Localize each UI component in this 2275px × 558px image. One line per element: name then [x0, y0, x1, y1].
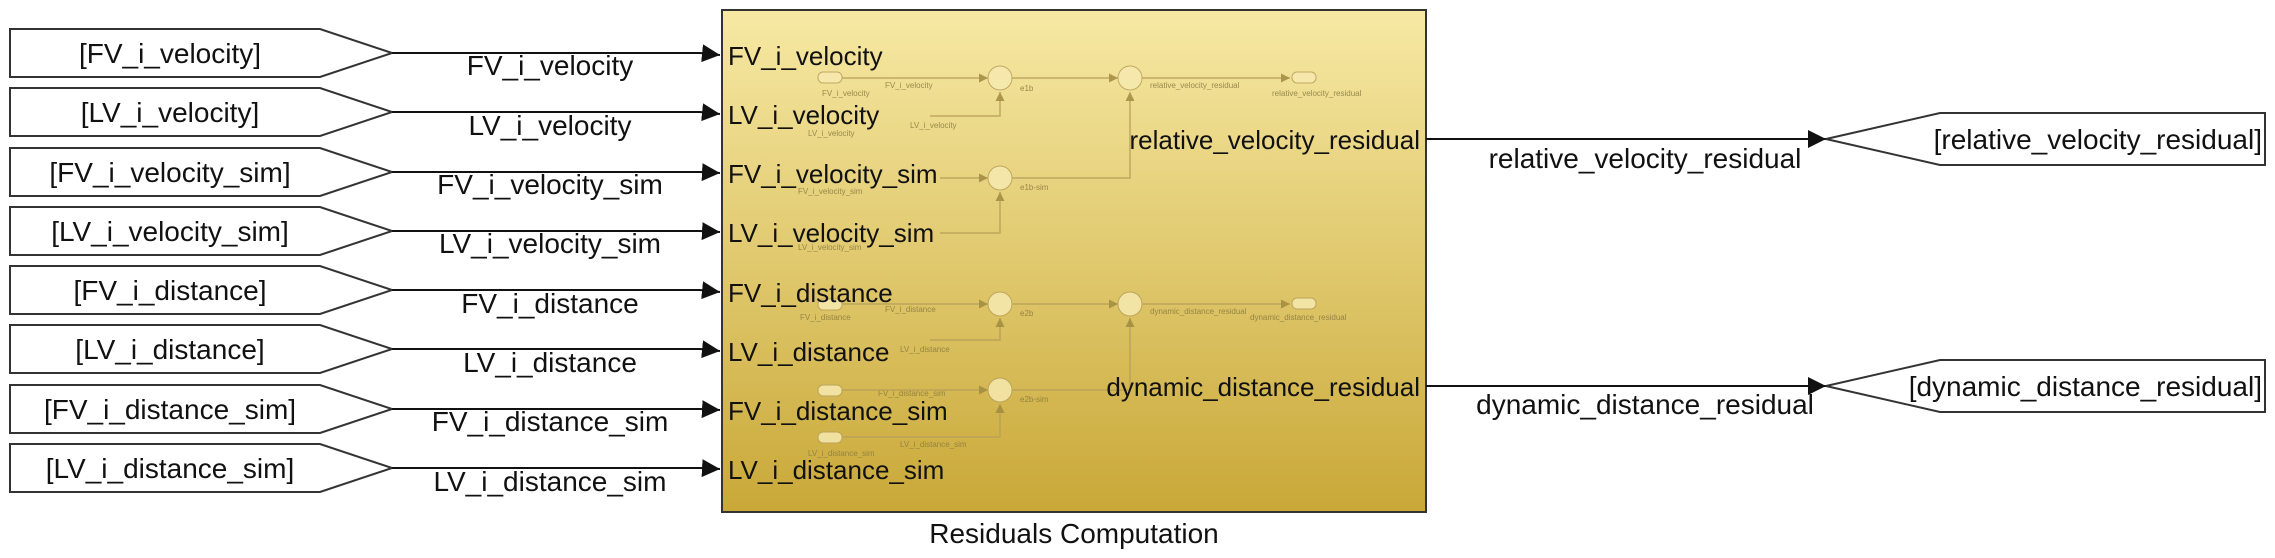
residuals-computation-subsystem[interactable] — [721, 9, 1427, 513]
inner-label-lv-velocity-sim: LV_i_velocity_sim — [798, 243, 862, 252]
from-tag-label: [LV_i_velocity_sim] — [51, 216, 289, 247]
subsystem-input-port-label: LV_i_velocity_sim — [728, 218, 934, 248]
signal-line[interactable] — [392, 103, 721, 122]
signal-label: LV_i_velocity_sim — [439, 228, 661, 259]
signal-label: LV_i_velocity — [469, 110, 632, 141]
inner-label-fv-distance: FV_i_distance — [800, 313, 851, 322]
inner-label-lv-distance-sim-line: LV_i_distance_sim — [900, 440, 967, 449]
inner-label-dynamic-distance: dynamic_distance_residual — [1150, 307, 1247, 316]
signal-line[interactable] — [392, 44, 721, 63]
from-tag-label: [LV_i_distance_sim] — [46, 453, 295, 484]
inner-label-lv-velocity-line: LV_i_velocity — [910, 121, 957, 130]
subsystem-inner-contents: FV_i_velocity FV_i_velocity e1b LV_i_vel… — [798, 65, 1362, 458]
from-tag-block[interactable] — [9, 384, 396, 434]
inner-label-e1b: e1b — [1020, 84, 1034, 93]
from-tag-block[interactable] — [9, 265, 396, 315]
from-tag-block[interactable] — [9, 147, 396, 197]
from-tag-block[interactable] — [9, 206, 396, 256]
from-tag-label: [FV_i_distance] — [74, 275, 267, 306]
inner-label-e1b-sim: e1b-sim — [1020, 183, 1049, 192]
signal-label: FV_i_velocity — [467, 50, 634, 81]
signal-line[interactable] — [392, 400, 721, 419]
inner-label-fv-velocity-line: FV_i_velocity — [885, 81, 933, 90]
inner-line — [842, 404, 1005, 438]
signal-line[interactable] — [392, 222, 721, 241]
from-tag-label: [LV_i_velocity] — [81, 97, 259, 128]
subsystem-input-port-label: FV_i_distance_sim — [728, 396, 948, 426]
inner-label-e2b: e2b — [1020, 309, 1034, 318]
inner-sum-dynamic-distance — [1117, 291, 1143, 317]
from-tag-label: [FV_i_velocity_sim] — [49, 157, 290, 188]
subsystem-input-port-label: LV_i_distance_sim — [728, 455, 944, 485]
subsystem-input-port-label: FV_i_velocity — [728, 41, 883, 71]
from-tag-block[interactable] — [9, 443, 396, 493]
inner-sum-e2b — [987, 291, 1013, 317]
inner-label-fv-velocity-sim: FV_i_velocity_sim — [798, 187, 863, 196]
from-tag-label: [FV_i_distance_sim] — [44, 394, 296, 425]
inner-label-dynamic-distance-out: dynamic_distance_residual — [1250, 313, 1347, 322]
signal-label: LV_i_distance — [463, 347, 637, 378]
signal-label: dynamic_distance_residual — [1476, 389, 1814, 420]
goto-tag-label: [relative_velocity_residual] — [1934, 124, 2262, 155]
signal-label: relative_velocity_residual — [1489, 143, 1802, 174]
subsystem-input-port-label: LV_i_distance — [728, 337, 889, 367]
inner-line — [940, 192, 1005, 234]
subsystem-output-port-label: dynamic_distance_residual — [1106, 372, 1420, 402]
inner-sum-relative-velocity — [1117, 65, 1143, 91]
from-tag-block[interactable] — [9, 324, 396, 374]
subsystem-input-port-label: FV_i_distance — [728, 278, 893, 308]
from-tag-label: [FV_i_velocity] — [79, 38, 261, 69]
signal-label: FV_i_distance — [461, 288, 638, 319]
from-tag-block[interactable] — [9, 87, 396, 137]
signal-line[interactable] — [392, 459, 721, 478]
inner-line — [930, 318, 1005, 341]
inner-inport-lv-distance-sim — [817, 431, 843, 444]
goto-tag-block[interactable] — [1825, 359, 2266, 413]
subsystem-name: Residuals Computation — [929, 518, 1219, 549]
inner-label-lv-distance-line: LV_i_distance — [900, 345, 950, 354]
inner-label-fv-velocity: FV_i_velocity — [822, 89, 870, 98]
inner-sum-e1b — [987, 65, 1013, 91]
inner-label-fv-distance-sim: FV_i_distance_sim — [878, 389, 946, 398]
inner-sum-e2b-sim — [987, 377, 1013, 403]
inner-inport-fv-velocity — [817, 71, 843, 84]
goto-tag-block[interactable] — [1825, 112, 2266, 166]
inner-label-relative-velocity-out: relative_velocity_residual — [1272, 89, 1362, 98]
signal-label: LV_i_distance_sim — [434, 466, 667, 497]
inner-label-e2b-sim: e2b-sim — [1020, 395, 1049, 404]
subsystem-output-port-label: relative_velocity_residual — [1130, 125, 1420, 155]
inner-label-relative-velocity: relative_velocity_residual — [1150, 81, 1240, 90]
signal-line[interactable] — [392, 163, 721, 182]
inner-label-lv-distance-sim: LV_i_distance_sim — [808, 449, 875, 458]
goto-tag-label: [dynamic_distance_residual] — [1909, 371, 2262, 402]
subsystem-input-port-label: FV_i_velocity_sim — [728, 159, 938, 189]
inner-line — [1012, 318, 1135, 391]
subsystem-input-port-label: LV_i_velocity — [728, 100, 879, 130]
from-tag-label: [LV_i_distance] — [75, 334, 264, 365]
signal-line[interactable] — [392, 340, 721, 359]
inner-sum-e1b-sim — [987, 165, 1013, 191]
inner-label-fv-distance-line: FV_i_distance — [885, 305, 936, 314]
from-tag-block[interactable] — [9, 28, 396, 78]
signal-line[interactable] — [392, 281, 721, 300]
output-goto-blocks: relative_velocity_residual relative_veloc… — [1106, 112, 2266, 420]
inner-label-lv-velocity: LV_i_velocity — [808, 129, 855, 138]
inner-outport-relative-velocity — [1291, 71, 1317, 84]
inner-line — [1012, 92, 1135, 179]
inner-inport-fv-distance-sim — [817, 384, 843, 397]
inner-outport-dynamic-distance — [1291, 297, 1317, 310]
inner-line — [930, 92, 1005, 117]
signal-label: FV_i_distance_sim — [432, 406, 669, 437]
signal-label: FV_i_velocity_sim — [437, 169, 663, 200]
